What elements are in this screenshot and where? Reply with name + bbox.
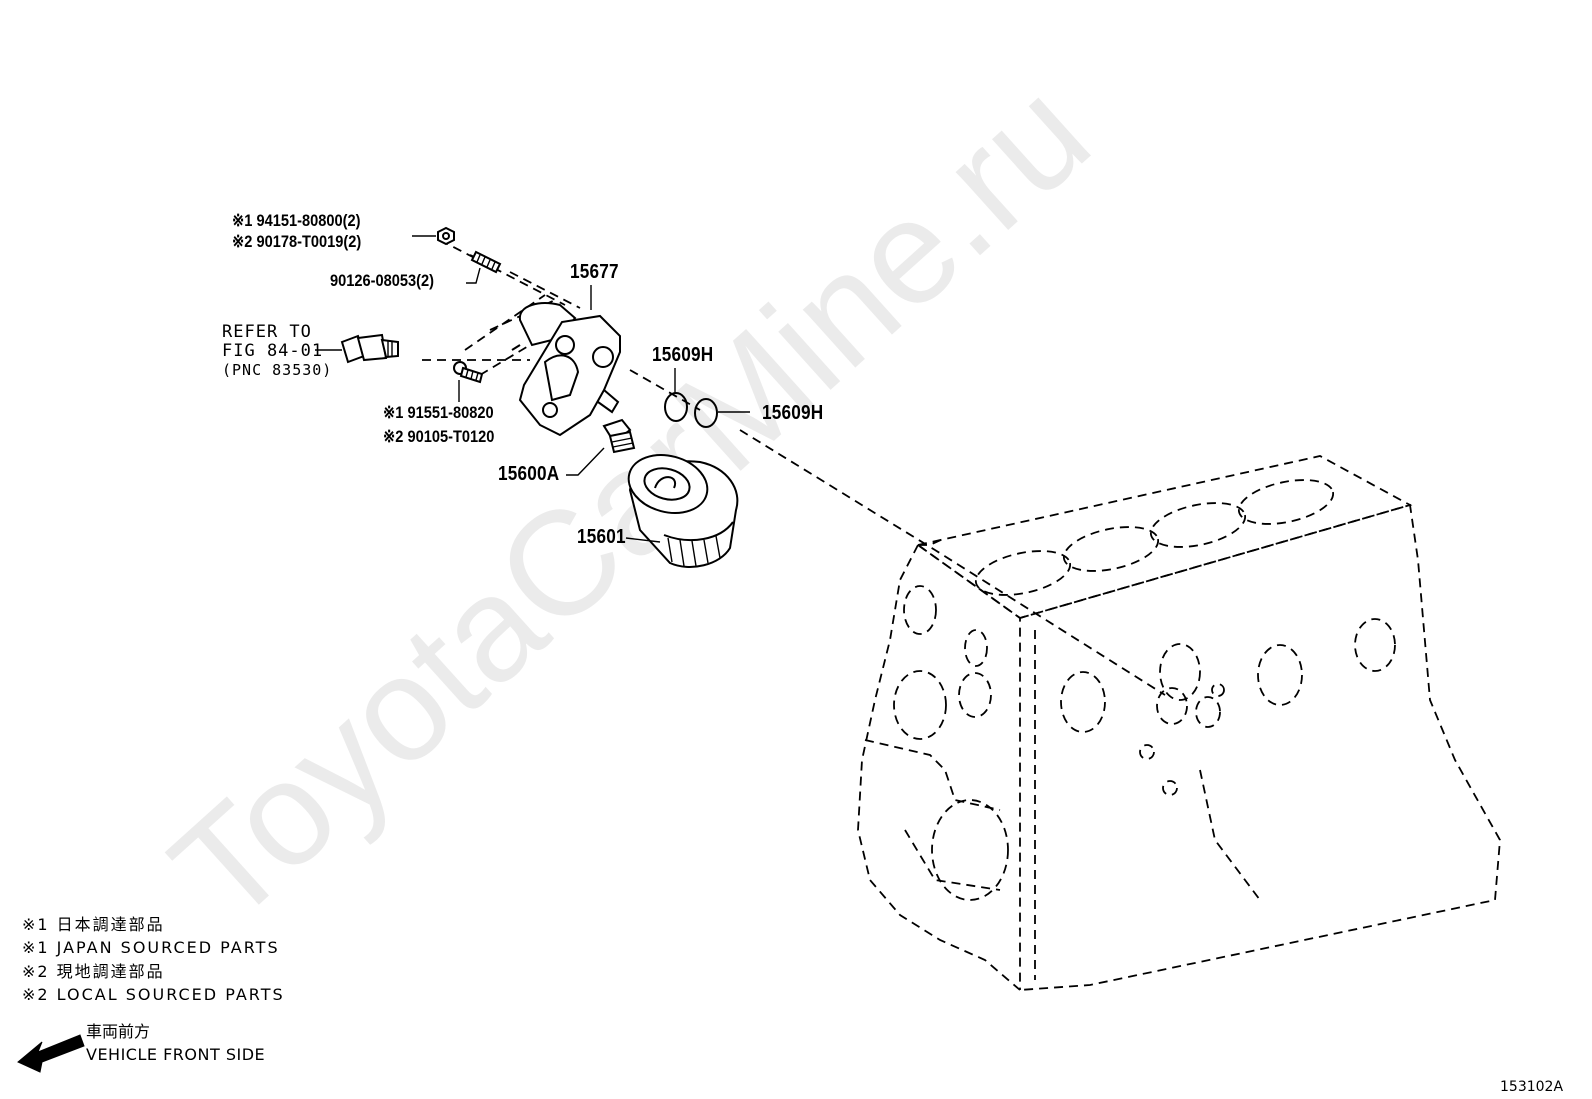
nut-label-2: ※2 90178-T0019(2) [232, 232, 362, 251]
bolt-label-1: ※1 91551-80820 [383, 403, 494, 422]
refer-label-1: REFER TO [222, 322, 312, 342]
stud-part [470, 250, 502, 274]
legend-line-2: ※1 JAPAN SOURCED PARTS [22, 938, 280, 957]
oring-label-upper: 15609H [652, 344, 714, 366]
stud-label: 90126-08053(2) [330, 271, 435, 290]
bracket-label: 15677 [570, 261, 619, 283]
direction-label-jp: 車両前方 [86, 1022, 151, 1041]
union-part [602, 418, 636, 454]
filter-label: 15601 [577, 526, 626, 548]
nut-label-1: ※1 94151-80800(2) [232, 211, 361, 230]
legend-line-1: ※1 日本調達部品 [22, 915, 165, 934]
nut-part [437, 226, 455, 246]
leader-lines [315, 235, 750, 543]
legend-line-4: ※2 LOCAL SOURCED PARTS [22, 985, 285, 1004]
bolt-label-2: ※2 90105-T0120 [383, 427, 495, 446]
union-label: 15600A [498, 463, 560, 485]
refer-label-2: FIG 84-01 [222, 341, 324, 361]
legend-line-3: ※2 現地調達部品 [22, 962, 165, 981]
figure-id: 153102A [1500, 1079, 1564, 1095]
engine-block [857, 455, 1501, 991]
o-rings [664, 392, 718, 428]
oil-filter-bracket [511, 302, 621, 437]
front-arrow [17, 1034, 85, 1073]
refer-label-3: (PNC 83530) [222, 361, 333, 379]
oil-pressure-switch [340, 333, 399, 364]
oil-filter [627, 454, 739, 568]
oring-label-right: 15609H [762, 402, 824, 424]
bolt-part [453, 361, 484, 384]
direction-label-en: VEHICLE FRONT SIDE [86, 1045, 266, 1064]
